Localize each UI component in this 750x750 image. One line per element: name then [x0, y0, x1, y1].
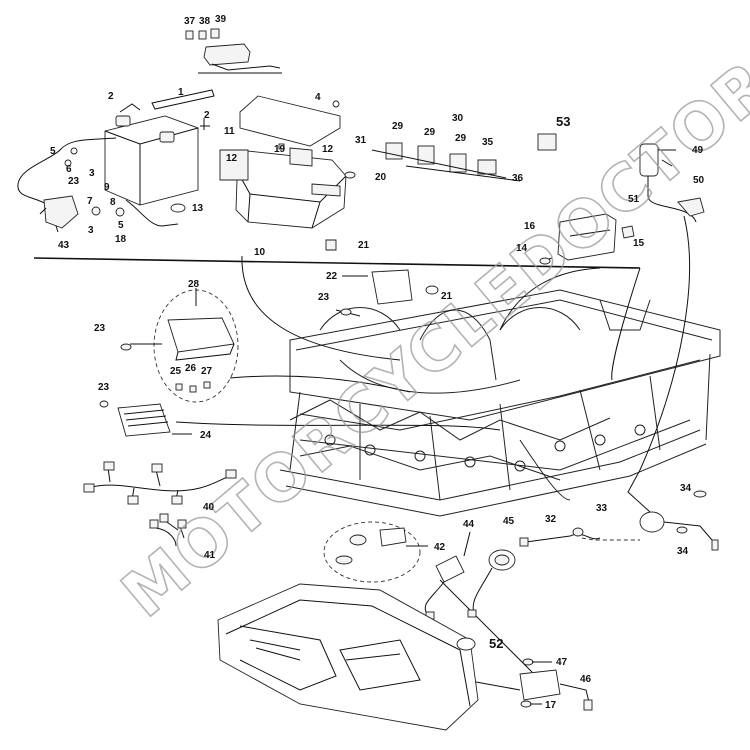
callout-31: 31 — [355, 135, 367, 146]
section-divider — [33, 257, 641, 269]
callout-11: 11 — [224, 126, 235, 137]
wiring-harness-41 — [149, 513, 187, 547]
callout-27: 27 — [201, 366, 213, 377]
callout-25: 25 — [170, 366, 182, 377]
callout-51: 51 — [628, 194, 640, 205]
callout-1: 1 — [178, 87, 184, 98]
callout-32: 32 — [545, 514, 557, 525]
callout-13: 13 — [192, 203, 204, 214]
sensor-33 — [639, 490, 719, 551]
callout-50: 50 — [693, 175, 705, 186]
callout-53: 53 — [556, 114, 570, 129]
callout-36: 36 — [512, 173, 524, 184]
callout-2a: 2 — [108, 91, 114, 102]
callout-labels: 37 38 39 1 2 2 4 11 12 12 19 20 10 21 5 … — [50, 14, 705, 711]
callout-44: 44 — [463, 519, 475, 530]
callout-41: 41 — [204, 550, 216, 561]
callout-46: 46 — [580, 674, 592, 685]
wire-32 — [519, 527, 640, 547]
callout-8: 8 — [110, 197, 116, 208]
callout-16: 16 — [524, 221, 536, 232]
callout-30: 30 — [452, 113, 464, 124]
switch-set-42 — [323, 521, 428, 583]
callout-23d: 23 — [98, 382, 110, 393]
switch-44 — [424, 531, 471, 620]
regulator-24 — [99, 400, 192, 437]
relay-row — [371, 142, 521, 182]
callout-33: 33 — [596, 503, 608, 514]
callout-24: 24 — [200, 430, 212, 441]
wiring-harness-40 — [83, 461, 237, 505]
callout-42: 42 — [434, 542, 446, 553]
callout-34a: 34 — [680, 483, 692, 494]
callout-18: 18 — [115, 234, 127, 245]
callout-12b: 12 — [322, 144, 334, 155]
ecu-and-relay-53 — [537, 133, 635, 265]
callout-21b: 21 — [441, 291, 453, 302]
callout-17: 17 — [545, 700, 557, 711]
ignition-coil — [639, 143, 705, 223]
callout-26: 26 — [185, 363, 197, 374]
callout-23b: 23 — [318, 292, 330, 303]
callout-38: 38 — [199, 16, 211, 27]
callout-12a: 12 — [226, 153, 238, 164]
callout-43: 43 — [58, 240, 70, 251]
callout-40: 40 — [203, 502, 215, 513]
callout-2b: 2 — [204, 110, 210, 121]
callout-20: 20 — [375, 172, 387, 183]
callout-9: 9 — [104, 182, 110, 193]
leader-lines — [175, 215, 691, 691]
floor-pan — [217, 583, 479, 731]
callout-6: 6 — [66, 164, 72, 175]
callout-29b: 29 — [424, 127, 436, 138]
callout-15: 15 — [633, 238, 645, 249]
callout-21a: 21 — [358, 240, 370, 251]
vehicle-frame — [279, 289, 721, 517]
callout-29a: 29 — [392, 121, 404, 132]
callout-22: 22 — [326, 271, 338, 282]
callout-37: 37 — [184, 16, 196, 27]
callout-23c: 23 — [94, 323, 106, 334]
callout-5b: 5 — [118, 220, 124, 231]
callout-39: 39 — [215, 14, 227, 25]
callout-23a: 23 — [68, 176, 80, 187]
battery-assembly — [17, 89, 215, 233]
battery-box — [219, 95, 356, 251]
relay-bracket-37-39 — [185, 28, 282, 74]
callout-28: 28 — [188, 279, 200, 290]
callout-14: 14 — [516, 243, 528, 254]
callout-45: 45 — [503, 516, 515, 527]
callout-5a: 5 — [50, 146, 56, 157]
callout-35: 35 — [482, 137, 494, 148]
module-22 — [335, 269, 439, 317]
callout-29c: 29 — [455, 133, 467, 144]
callout-52: 52 — [489, 636, 503, 651]
callout-49: 49 — [692, 145, 704, 156]
callout-3b: 3 — [88, 225, 94, 236]
callout-4: 4 — [315, 92, 321, 103]
callout-10: 10 — [254, 247, 266, 258]
callout-34b: 34 — [677, 546, 689, 557]
callout-19: 19 — [274, 144, 286, 155]
callout-3a: 3 — [89, 168, 95, 179]
relay-assembly-46 — [519, 658, 593, 711]
callout-7: 7 — [87, 196, 93, 207]
callout-47: 47 — [556, 657, 568, 668]
socket-45 — [467, 549, 516, 618]
control-unit-28 — [120, 288, 239, 403]
